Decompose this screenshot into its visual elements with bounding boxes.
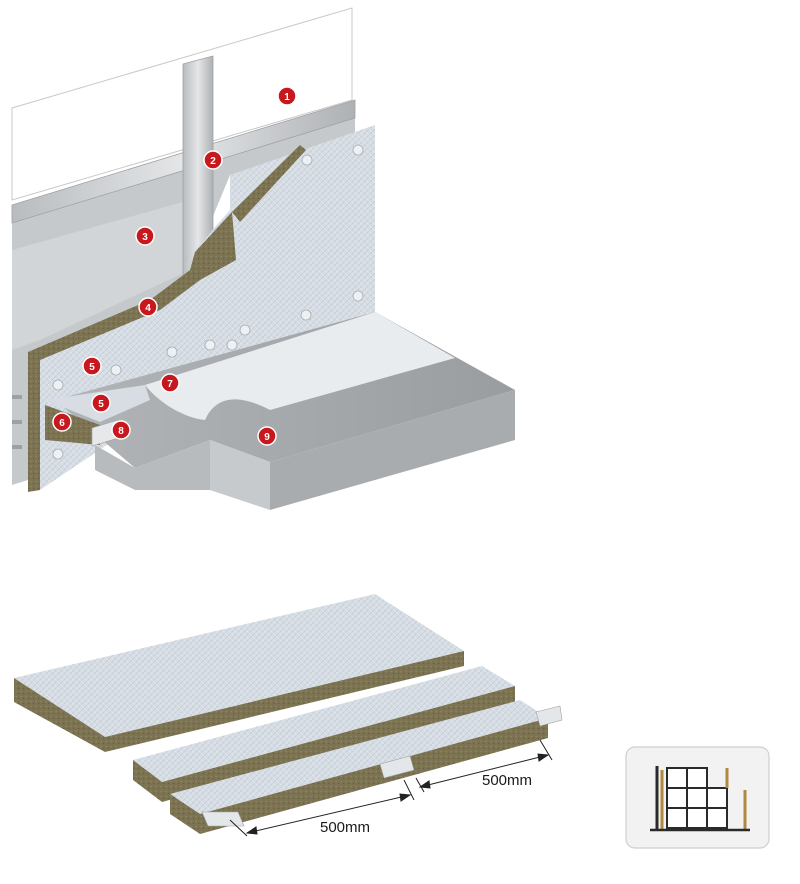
callout-dot: [135, 226, 155, 246]
wall-assembly-illustration: 1 2 3 4 5 5 6 7: [11, 7, 515, 510]
steel-wall-sheet: [12, 105, 355, 485]
callout-number: 6: [59, 418, 65, 429]
front-strip-front: [170, 794, 200, 834]
left-edge-fixings: [12, 395, 22, 449]
callout-6: 6: [52, 412, 72, 432]
outer-panel: [11, 7, 353, 201]
callout-5b: 5: [91, 393, 111, 413]
dimension-label-upper: 500mm: [482, 772, 532, 789]
callout-number: 2: [210, 156, 216, 167]
callout-1: 1: [277, 86, 297, 106]
large-board-side: [105, 651, 464, 752]
insulation-wool-edge: [28, 212, 236, 492]
middle-strip-front: [133, 760, 162, 802]
front-strip-top: [170, 700, 548, 814]
callout-dot: [111, 420, 131, 440]
callout-dot: [257, 426, 277, 446]
callout-number: 9: [264, 432, 270, 443]
large-board-front: [14, 678, 105, 752]
callout-number: 5: [89, 362, 95, 373]
callout-8: 8: [111, 420, 131, 440]
storey-building-icon: [625, 746, 770, 849]
callout-number: 3: [142, 232, 148, 243]
callout-4: 4: [138, 297, 158, 317]
callout-dot: [91, 393, 111, 413]
callout-dot: [203, 150, 223, 170]
callout-dot: [138, 297, 158, 317]
concrete-slab-side: [270, 390, 515, 510]
concrete-slab-front: [210, 440, 270, 510]
callout-number: 8: [118, 426, 124, 437]
callout-7: 7: [160, 373, 180, 393]
callout-number: 4: [145, 303, 151, 314]
dimension-label-lower: 500mm: [320, 819, 370, 836]
middle-strip-top: [133, 666, 515, 782]
dimension-lines: [229, 739, 553, 837]
callout-dot: [82, 356, 102, 376]
callout-3: 3: [135, 226, 155, 246]
insulation-wool-edge-upper: [232, 145, 306, 222]
slab-foil-layer: [145, 312, 455, 420]
callout-5a: 5: [82, 356, 102, 376]
callout-dot: [160, 373, 180, 393]
front-strip-side: [200, 718, 548, 834]
insulation-board-illustration: 500mm 500mm: [14, 594, 563, 837]
fixing-washers: [52, 144, 364, 460]
callout-9: 9: [257, 426, 277, 446]
callout-number: 5: [98, 399, 104, 410]
large-board-top: [14, 594, 464, 737]
channel-clips: [201, 705, 563, 827]
callout-2: 2: [203, 150, 223, 170]
callout-dot: [277, 86, 297, 106]
callout-dot: [52, 412, 72, 432]
callout-number: 7: [167, 379, 173, 390]
concrete-slab-left-front: [95, 440, 210, 490]
callout-number: 1: [284, 92, 290, 103]
